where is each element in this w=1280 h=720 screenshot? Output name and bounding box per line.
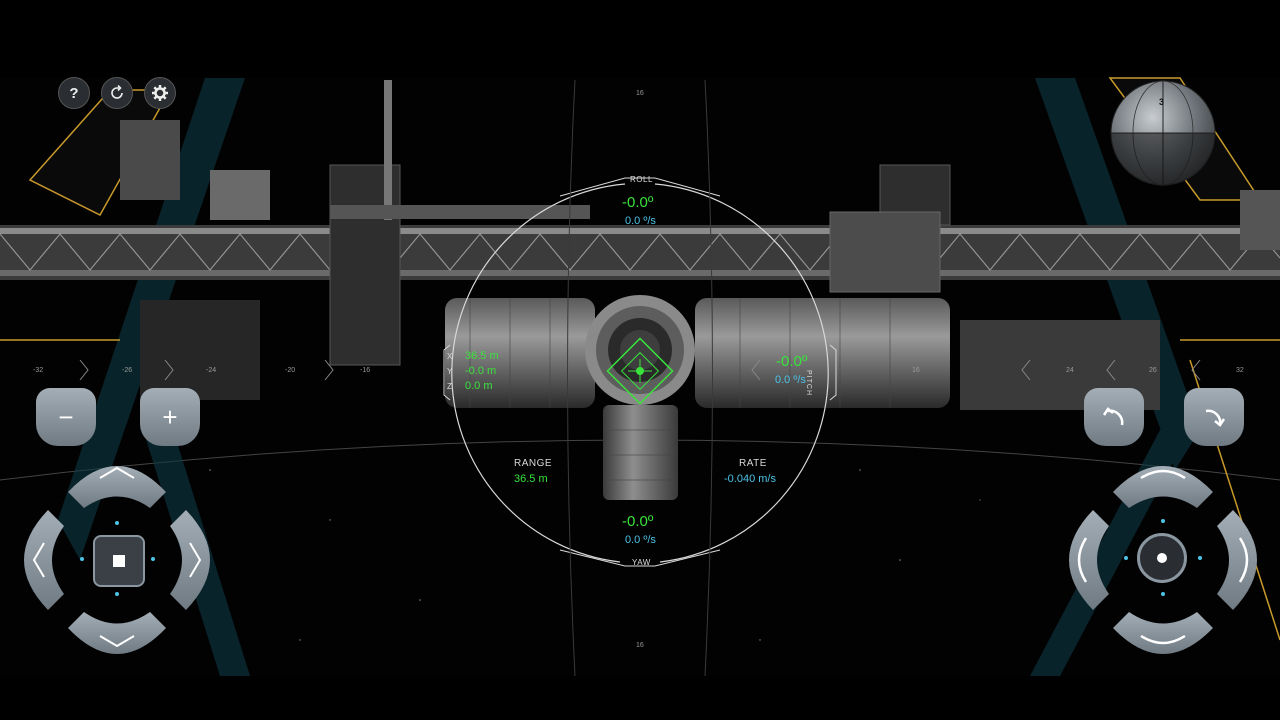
- station-truss: [0, 80, 1280, 410]
- y-axis-label: Y: [447, 367, 453, 376]
- translate-left-button[interactable]: [12, 510, 62, 610]
- rotate-indicator-dot: [1198, 556, 1202, 560]
- arc-up-icon: [1140, 469, 1186, 480]
- rotate-indicator-dot: [1161, 519, 1165, 523]
- center-dot-icon: [1157, 553, 1167, 563]
- scale-tick: 16: [636, 90, 644, 97]
- rate-label: RATE: [739, 458, 767, 469]
- rotate-indicator-dot: [1124, 556, 1128, 560]
- roll-left-button[interactable]: [1084, 388, 1144, 446]
- yaw-value: -0.0º: [622, 513, 654, 530]
- range-value: 36.5 m: [514, 473, 548, 485]
- minus-icon: −: [58, 402, 74, 432]
- pitch-label: PITCH: [805, 370, 812, 396]
- z-distance-value: 0.0 m: [465, 380, 493, 392]
- translate-indicator-dot: [151, 557, 155, 561]
- station-modules: [445, 295, 950, 500]
- translate-up-button[interactable]: [70, 452, 164, 502]
- plus-icon: +: [162, 402, 178, 432]
- range-label: RANGE: [514, 458, 553, 469]
- x-distance-value: 36.5 m: [465, 350, 499, 362]
- pitch-down-button[interactable]: [1116, 616, 1210, 666]
- yaw-rate: 0.0 º/s: [625, 534, 656, 546]
- pitch-up-button[interactable]: [1116, 452, 1210, 502]
- gear-icon: [152, 85, 168, 101]
- pitch-rate: 0.0 º/s: [775, 374, 806, 386]
- scale-tick: 26: [1149, 367, 1157, 374]
- stars: [209, 469, 981, 641]
- chevron-right-icon: [189, 542, 202, 578]
- rotate-indicator-dot: [1161, 592, 1165, 596]
- x-axis-label: X: [447, 352, 453, 361]
- scale-tick: -24: [206, 367, 217, 374]
- translate-stop-button[interactable]: [93, 535, 145, 587]
- help-icon: ?: [69, 84, 79, 102]
- scale-tick: 24: [1066, 367, 1074, 374]
- rate-value: -0.040 m/s: [724, 473, 776, 485]
- guide-lines: [567, 79, 713, 677]
- refresh-icon: [111, 85, 123, 99]
- translate-indicator-dot: [80, 557, 84, 561]
- scale-tick: -16: [360, 367, 371, 374]
- translate-indicator-dot: [115, 592, 119, 596]
- translate-down-button[interactable]: [70, 616, 164, 666]
- y-distance-value: -0.0 m: [465, 365, 497, 377]
- docking-target-icon: [606, 337, 674, 405]
- attitude-ball: [1110, 80, 1216, 186]
- z-axis-label: Z: [447, 382, 453, 391]
- horizontal-chevrons: [79, 359, 1201, 381]
- translate-indicator-dot: [115, 521, 119, 525]
- translate-right-button[interactable]: [172, 510, 222, 610]
- roll-value: -0.0º: [622, 194, 654, 211]
- translation-pad: [24, 466, 210, 654]
- rotate-center-button[interactable]: [1137, 533, 1187, 583]
- settings-button[interactable]: [144, 77, 176, 109]
- chevron-up-icon: [99, 466, 135, 479]
- chevron-down-icon: [99, 635, 135, 648]
- rotate-clockwise-icon: [1205, 409, 1226, 427]
- yaw-left-button[interactable]: [1058, 510, 1108, 610]
- zoom-out-button[interactable]: −: [36, 388, 96, 446]
- chevron-left-icon: [32, 542, 45, 578]
- stop-square-icon: [113, 555, 125, 567]
- help-button[interactable]: ?: [58, 77, 90, 109]
- attitude-ball-marker: 3: [1159, 97, 1165, 107]
- scale-tick: 16: [912, 367, 920, 374]
- yaw-label: YAW: [632, 558, 651, 567]
- arc-left-icon: [1077, 537, 1088, 583]
- pitch-value: -0.0º: [776, 353, 808, 370]
- reset-button[interactable]: [101, 77, 133, 109]
- rotate-counterclockwise-icon: [1102, 407, 1124, 426]
- arc-down-icon: [1140, 634, 1186, 645]
- rotation-pad: [1069, 466, 1257, 654]
- roll-right-button[interactable]: [1184, 388, 1244, 446]
- scale-tick: 32: [1236, 367, 1244, 374]
- scale-tick: -20: [285, 367, 296, 374]
- hud-reticle: [443, 177, 837, 567]
- zoom-in-button[interactable]: +: [140, 388, 200, 446]
- arc-right-icon: [1238, 537, 1249, 583]
- scale-tick: -26: [122, 367, 133, 374]
- scale-tick: -32: [33, 367, 44, 374]
- yaw-right-button[interactable]: [1218, 510, 1268, 610]
- roll-rate: 0.0 º/s: [625, 215, 656, 227]
- roll-label: ROLL: [630, 175, 653, 184]
- scale-tick: 16: [636, 642, 644, 649]
